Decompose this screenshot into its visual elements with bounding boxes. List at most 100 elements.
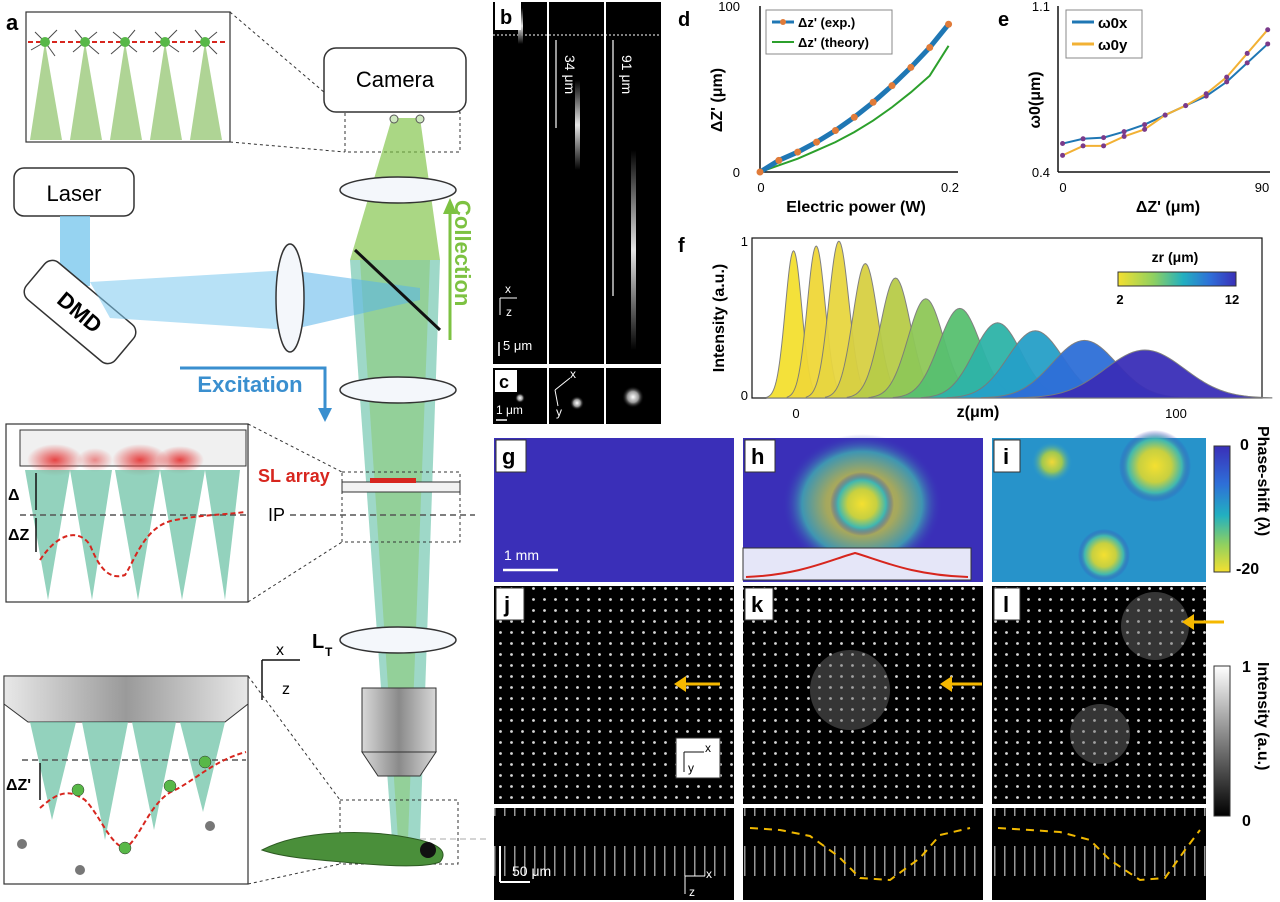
f-colorbar <box>1117 271 1237 287</box>
f-ytick-0: 0 <box>741 388 748 403</box>
tube-lens-excitation <box>275 243 305 353</box>
excitation-label: Excitation <box>197 372 302 397</box>
lens-lt <box>339 626 457 654</box>
side-view-l <box>992 808 1206 900</box>
e-legend <box>1065 9 1143 59</box>
lt-label: L <box>312 631 324 653</box>
e-point <box>1121 129 1127 135</box>
panel-letter-i: i <box>1003 444 1009 469</box>
label-91um: 91 μm <box>619 55 635 94</box>
colorbar-intensity-title: Intensity (a.u.) <box>1254 662 1271 770</box>
panel-letter-e: e <box>998 9 1009 31</box>
e-ylabel: ω0(μm) <box>1027 71 1044 128</box>
e-series-0 <box>1062 43 1269 145</box>
focus-spot-3 <box>631 150 636 350</box>
f-ylabel: Intensity (a.u.) <box>711 264 728 372</box>
panel-letter-b: b <box>500 7 512 29</box>
aberration-region-l-2 <box>1070 704 1130 764</box>
f-colorbar-max: 12 <box>1225 292 1239 307</box>
collection-lens <box>339 176 457 204</box>
laser-label: Laser <box>46 181 101 206</box>
d-point <box>756 168 764 176</box>
e-xtick-1: 90 <box>1255 180 1269 195</box>
colorbar-intensity-bar <box>1213 665 1231 817</box>
sl-array-plate <box>341 481 461 493</box>
d-point <box>775 156 783 164</box>
panel-k: k <box>743 586 983 900</box>
d-point <box>794 148 802 156</box>
panel-g: g 1 mm <box>494 438 734 582</box>
zoom-line-bot1 <box>247 675 341 801</box>
axis-z-label: z <box>282 681 290 698</box>
f-peak <box>1017 349 1273 399</box>
axes-box-j <box>675 737 721 779</box>
scale-label-b: 5 μm <box>503 338 532 353</box>
sl-array-label: SL array <box>258 466 330 486</box>
axis-j-y-label: y <box>688 761 694 775</box>
zebrafish-eye <box>420 842 436 858</box>
e-point <box>1142 122 1148 128</box>
panel-l: l <box>992 586 1224 900</box>
d-legend <box>765 9 893 55</box>
side-view-j <box>494 808 734 900</box>
e-point <box>1224 79 1230 85</box>
colorbar-intensity-bottom: 0 <box>1242 813 1251 830</box>
e-point <box>1265 27 1271 33</box>
panel-letter-c: c <box>499 372 509 392</box>
e-ytick-1: 1.1 <box>1032 0 1050 14</box>
e-legend-text-w0y: ω0y <box>1098 37 1128 54</box>
d-series-theory <box>759 45 950 173</box>
d-ytick-0: 0 <box>733 165 740 180</box>
relay-lens <box>339 376 457 404</box>
panel-j: j x y 50 μm x z <box>494 586 734 900</box>
f-xtick-1: 100 <box>1165 406 1187 421</box>
coverslip-inset <box>3 675 249 723</box>
d-point <box>926 44 934 51</box>
panel-letter-i-box <box>993 439 1021 473</box>
axis-b-x-label: x <box>505 282 511 296</box>
camera-spot-1 <box>389 114 399 124</box>
collection-arrowhead <box>443 198 457 214</box>
neuron-bodies-gray <box>17 821 215 875</box>
focal-trace-l <box>997 827 1201 882</box>
side-view-k <box>743 808 983 900</box>
d-xtick-0: 0 <box>757 180 764 195</box>
axis-j2-x-label: x <box>706 867 712 881</box>
panel-b: 34 μm 91 μm b x z 5 μm c x y 1 μm <box>493 2 661 424</box>
colorbar-phase-title: Phase-shift (λ) <box>1254 426 1271 536</box>
d-point <box>945 20 953 28</box>
e-point <box>1203 91 1209 97</box>
d-ytick-1: 100 <box>718 0 740 14</box>
colorbar-intensity-top: 1 <box>1242 659 1251 676</box>
panel-letter-k: k <box>751 592 764 617</box>
panel-letter-j: j <box>503 592 510 617</box>
sl-array-mark <box>370 478 416 483</box>
excitation-arrowhead <box>318 408 332 422</box>
e-ytick-0: 0.4 <box>1032 165 1050 180</box>
chart-e: e ΔZ' (μm) ω0(μm) 0.4 1.1 0 90 ω0x ω0y <box>998 0 1271 216</box>
zebrafish-icon <box>260 832 444 867</box>
e-xlabel: ΔZ' (μm) <box>1136 199 1200 216</box>
panel-letter-b-box <box>495 2 521 30</box>
axis-x-label: x <box>276 642 284 659</box>
e-point <box>1162 112 1168 118</box>
objective-tip <box>361 751 437 777</box>
panel-letter-g: g <box>502 444 515 469</box>
d-point <box>831 127 839 134</box>
e-point <box>1121 133 1127 139</box>
d-point <box>869 98 877 106</box>
e-point <box>1265 41 1271 47</box>
camera-label: Camera <box>356 67 435 92</box>
zoom-line-top2 <box>229 141 346 153</box>
neuron-icons-top <box>30 29 218 57</box>
dmd-box: DMD <box>23 259 137 365</box>
panel-letter-a: a <box>6 10 19 35</box>
d-point <box>850 113 858 121</box>
psf-spot-2 <box>570 396 584 410</box>
neuron-bodies-bottom <box>71 755 212 855</box>
delta-label: Δ <box>8 487 20 504</box>
dichroic-mirror <box>353 248 442 332</box>
scale-label-j: 50 μm <box>512 863 551 879</box>
e-point <box>1101 135 1107 141</box>
